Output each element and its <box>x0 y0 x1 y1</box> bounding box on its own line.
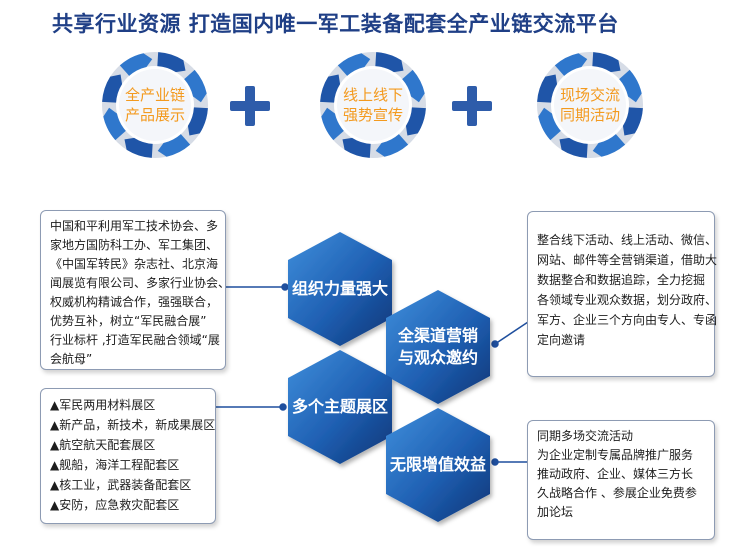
ring-arrow-segment <box>157 52 186 73</box>
hex-label-value-added: 无限增值效益 <box>368 454 508 476</box>
ring-graphic <box>320 52 426 158</box>
hex-label-line: 与观众邀约 <box>397 348 478 367</box>
ring-arrow-segment <box>321 107 344 141</box>
info-line: 权威机构精诚合作，强强联合， <box>50 295 219 309</box>
ring-track <box>537 52 643 158</box>
ring-label-line: 产品展示 <box>124 106 185 124</box>
connector-lines <box>214 283 529 466</box>
connector-line <box>494 321 529 345</box>
ring-arrow-segment <box>337 53 371 76</box>
info-line: ▲军民两用材料展区 <box>50 398 156 412</box>
ring-arrow-segment <box>402 69 425 103</box>
ring-label: 全产业链 产品展示 <box>95 45 215 165</box>
ring-label-line: 强势宣传 <box>342 106 403 124</box>
ring-arrow-segment <box>187 107 208 136</box>
ring-arrow-segment <box>554 53 588 76</box>
hex-label-line: 多个主题展区 <box>291 397 388 416</box>
ring-onsite-events: 现场交流 同期活动 <box>530 45 650 165</box>
ring-label: 现场交流 同期活动 <box>530 45 650 165</box>
page-title: 共享行业资源 打造国内唯一军工装备配套全产业链交流平台 <box>52 12 619 36</box>
hexagon <box>288 232 392 346</box>
ring-arrow-segment <box>119 53 153 76</box>
hex-label-line: 无限增值效益 <box>389 455 486 474</box>
ring-arrow-segment <box>537 74 558 103</box>
ring-arrow-segment <box>619 69 642 103</box>
hex-label-line: 全渠道营销 <box>397 326 478 345</box>
ring-online-offline: 线上线下 强势宣传 <box>313 45 433 165</box>
ring-arrow-segment <box>375 52 404 73</box>
info-line: 中国和平利用军工技术协会、多 <box>50 219 219 233</box>
hexagon <box>288 350 392 464</box>
info-line: ▲核工业，武器装备配套区 <box>50 478 192 492</box>
ring-arrow-segment <box>157 134 191 157</box>
hex-label-organization: 组织力量强大 <box>270 278 410 300</box>
ring-arrow-segment <box>342 137 371 158</box>
info-line: 推动政府、企业、媒体三方长 <box>537 467 694 481</box>
ring-center <box>554 69 626 141</box>
ring-arrow-segment <box>592 52 621 73</box>
info-line: 会航母” <box>50 352 93 366</box>
info-line: 整合线下活动、线上活动、微信、 <box>537 233 718 247</box>
info-line: 各领域专业观众数据，划分政府、 <box>537 293 718 307</box>
ring-arrow-segment <box>124 137 153 158</box>
info-line: ▲安防，应急救灾配套区 <box>50 498 180 512</box>
hexagon <box>386 408 490 522</box>
hexagon <box>386 290 490 404</box>
ring-product-display: 全产业链 产品展示 <box>95 45 215 165</box>
ring-arrow-segment <box>559 137 588 158</box>
info-line: 同期多场交流活动 <box>537 429 634 443</box>
info-line: 久战略合作 、参展企业免费参 <box>537 486 697 500</box>
info-line: 《中国军转民》杂志社、北京海 <box>50 257 219 271</box>
hex-label-marketing: 全渠道营销 与观众邀约 <box>368 325 508 369</box>
info-line: ▲新产品，新技术，新成果展区 <box>50 418 216 432</box>
ring-center <box>337 69 409 141</box>
info-box-partners: 中国和平利用军工技术协会、多 家地方国防科工办、军工集团、 《中国军转民》杂志社… <box>40 210 231 370</box>
ring-label-line: 线上线下 <box>342 86 403 104</box>
info-box-value-added: 同期多场交流活动 为企业定制专属品牌推广服务 推动政府、企业、媒体三方长 久战略… <box>527 420 715 540</box>
ring-arrow-segment <box>102 74 123 103</box>
info-line: 为企业定制专属品牌推广服务 <box>537 448 694 462</box>
info-line: 家地方国防科工办、军工集团、 <box>50 238 219 252</box>
ring-graphic <box>537 52 643 158</box>
plus-icon <box>452 86 492 126</box>
info-line: 闻展览有限公司、多家行业协会、 <box>50 276 231 290</box>
connector-dot <box>279 403 287 411</box>
info-line: 加论坛 <box>537 505 574 519</box>
ring-arrow-segment <box>405 107 426 136</box>
ring-label: 线上线下 强势宣传 <box>313 45 433 165</box>
ring-arrow-segment <box>375 134 409 157</box>
info-line: 数据整合和数据追踪，全力挖掘 <box>537 273 706 287</box>
info-line: ▲舰船，海洋工程配套区 <box>50 458 180 472</box>
hex-label-theme-zones: 多个主题展区 <box>270 396 410 418</box>
ring-arrow-segment <box>103 107 126 141</box>
ring-label-line: 现场交流 <box>559 86 620 104</box>
ring-track <box>102 52 208 158</box>
hex-label-line: 组织力量强大 <box>291 279 388 298</box>
ring-label-line: 同期活动 <box>559 106 620 124</box>
ring-arrow-segment <box>538 107 561 141</box>
info-line: 网站、邮件等全营销渠道，借助大 <box>537 253 718 267</box>
ring-graphic <box>102 52 208 158</box>
ring-arrow-segment <box>622 107 643 136</box>
plus-icon <box>230 86 270 126</box>
info-line: 优势互补，树立“军民融合展” <box>50 314 207 328</box>
ring-label-line: 全产业链 <box>124 86 185 104</box>
info-line: 军方、企业三个方向由专人、专函 <box>537 313 718 327</box>
info-line: 行业标杆 ,打造军民融合领域“展 <box>50 333 220 347</box>
info-box-marketing: 整合线下活动、线上活动、微信、 网站、邮件等全营销渠道，借助大 数据整合和数据追… <box>527 211 718 377</box>
ring-center <box>119 69 191 141</box>
info-line: ▲航空航天配套展区 <box>50 438 156 452</box>
ring-arrow-segment <box>592 134 626 157</box>
info-line: 定向邀请 <box>537 333 586 347</box>
ring-arrow-segment <box>184 69 207 103</box>
connector-dot <box>491 458 499 466</box>
ring-arrow-segment <box>320 74 341 103</box>
ring-track <box>320 52 426 158</box>
connector-dot <box>491 340 499 348</box>
info-box-theme-zones: ▲军民两用材料展区 ▲新产品，新技术，新成果展区 ▲航空航天配套展区 ▲舰船，海… <box>40 388 216 524</box>
